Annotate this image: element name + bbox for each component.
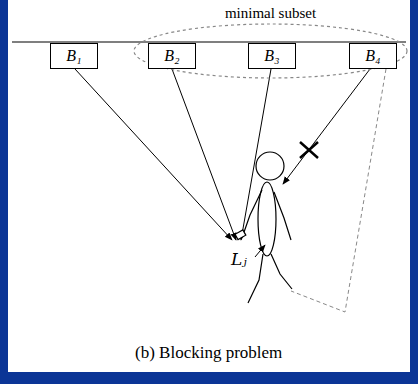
leader-arrow	[255, 245, 265, 257]
beacon-box: B₄	[349, 43, 397, 69]
shadow-region	[291, 69, 386, 312]
beacon-box: B₂	[148, 43, 196, 69]
group-heading: minimal subset	[133, 6, 408, 21]
beacon-name: B₂	[164, 48, 179, 64]
block-mark	[300, 142, 318, 158]
subset-group: minimal subsetB₂B₃B₄	[133, 23, 408, 79]
block-mark	[300, 142, 318, 158]
blocked-signal-arrow	[283, 69, 370, 184]
figure-caption: (b) Blocking problem	[135, 343, 282, 363]
beacon-name: B₁	[66, 48, 81, 64]
beacon-name: B₃	[264, 48, 279, 64]
signal-arrow	[172, 69, 236, 240]
beacon-box: B₃	[248, 43, 296, 69]
person-figure	[235, 152, 292, 303]
signal-arrow	[75, 69, 232, 240]
beacon-box: B₁	[50, 43, 98, 69]
beacon-name: B₄	[365, 48, 380, 64]
position-label: Lⱼ	[231, 249, 247, 269]
group-ellipse	[134, 24, 407, 78]
